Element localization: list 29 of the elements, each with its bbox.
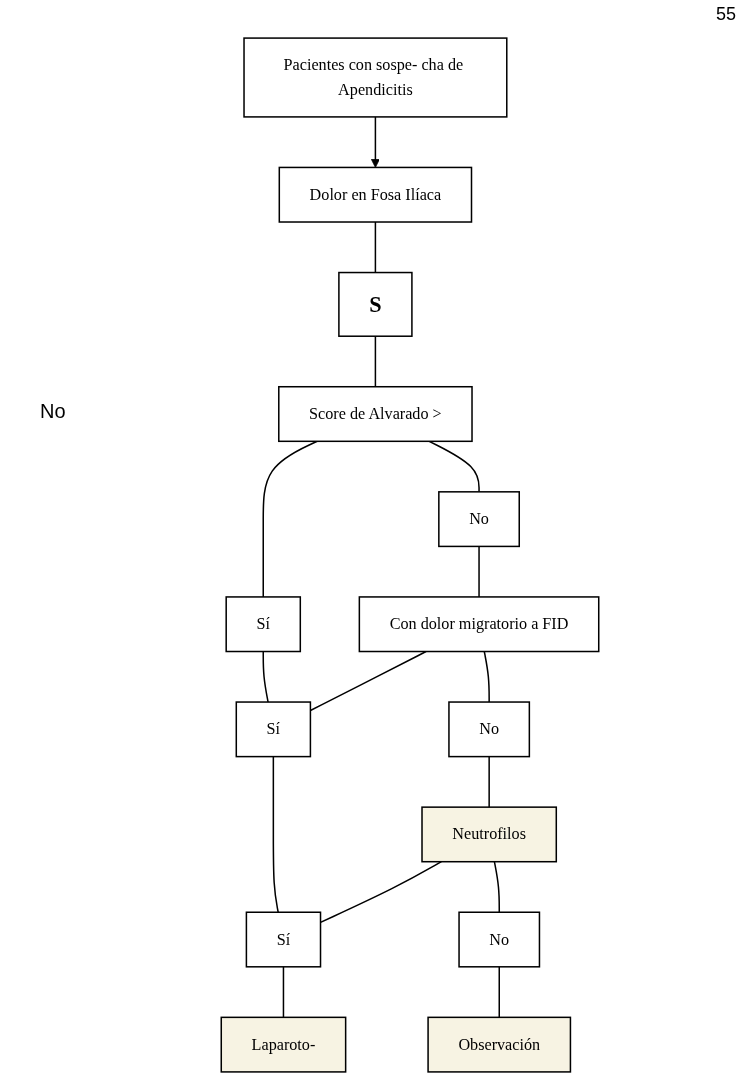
node-box: Neutrofilos — [421, 806, 558, 863]
node-box: Dolor en Fosa Ilíaca — [278, 166, 473, 223]
node-box: Laparoto- — [220, 1016, 347, 1073]
node-box: Con dolor migratorio a FID — [358, 596, 600, 653]
node-box: Sí — [245, 911, 322, 968]
node-box: Sí — [225, 596, 302, 653]
node-box: Pacientes con sospe- cha de Apendicitis — [243, 37, 508, 118]
connector — [498, 966, 500, 1019]
connector — [483, 650, 490, 703]
node-box: S — [338, 271, 413, 337]
connector — [374, 221, 377, 274]
node-box: No — [448, 701, 531, 758]
connector — [478, 545, 480, 598]
node-box: Sí — [235, 701, 312, 758]
node-box: No — [458, 911, 541, 968]
arrow — [370, 116, 380, 168]
page-number: 55 — [715, 4, 736, 25]
node-box: No — [438, 491, 520, 548]
connector — [262, 650, 269, 703]
connector — [282, 966, 285, 1019]
connector — [493, 860, 500, 913]
connector — [488, 755, 490, 808]
side-label: No — [40, 400, 66, 423]
node-box: Score de Alvarado > — [278, 386, 473, 443]
connector — [374, 335, 377, 388]
connector — [272, 755, 279, 913]
node-box: Observación — [427, 1016, 572, 1073]
connector — [428, 440, 480, 493]
connector — [262, 440, 318, 598]
